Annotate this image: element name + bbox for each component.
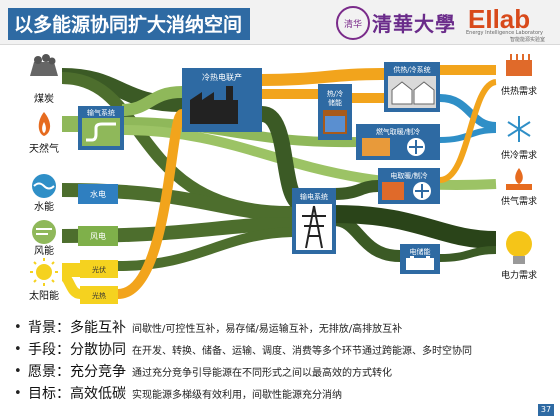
source-hydro-label: 水能 [34,200,54,213]
power-tower-icon [296,204,332,250]
flow-solar-thermal [60,271,82,299]
source-coal-label: 煤炭 [34,92,54,105]
bullet-key: 手段：分散协同 [28,342,126,358]
page-number: 37 [538,404,554,416]
tsinghua-seal-icon: 清华 [336,6,370,40]
bullet-dot: • [14,385,22,401]
hydro-icon [32,174,56,198]
flow-elecheat-heat [439,79,497,183]
sun-icon [30,258,58,286]
gas-flame-icon [38,112,51,136]
eilab-subtitle-cn: 智能能源实验室 [510,37,546,43]
flow-gas-gasheat [121,117,357,148]
demand-gas-label: 供气需求 [501,195,537,207]
node-pv: 光伏 [80,260,118,278]
node-wind-power: 风电 [78,226,118,246]
eilab-logo: EIlab [468,4,531,34]
node-grid: 输电系统 [292,188,336,254]
bullet-text: 实现能源多梯级有效利用，间歇性能源充分消纳 [132,389,342,401]
node-chp: 冷热电联产 [182,68,262,132]
svg-text:光热: 光热 [92,291,106,300]
node-heat-storage: 热/冷储能 [318,84,352,140]
storage-tank-icon [323,110,347,134]
bullet-means: • 手段：分散协同 在开发、转换、储备、运输、调度、消费等多个环节通过跨能源、多… [14,338,554,360]
flow-grid-power [333,205,497,249]
svg-text:燃气取暖/制冷: 燃气取暖/制冷 [376,127,420,136]
svg-text:光伏: 光伏 [92,265,106,274]
bullet-background: • 背景：多能互补 间歇性/可控性互补，易存储/易运输互补，无排放/高排放互补 [14,316,554,338]
flow-battery-power [439,246,497,262]
bullet-text: 间歇性/可控性互补，易存储/易运输互补，无排放/高排放互补 [132,323,403,335]
bullet-key: 背景：多能互补 [28,320,126,336]
demand-cool-label: 供冷需求 [501,149,537,161]
svg-text:风电: 风电 [90,231,106,241]
radiator-icon [506,54,532,76]
source-gas-label: 天然气 [29,142,59,155]
svg-text:电取暖/制冷: 电取暖/制冷 [390,171,427,180]
wind-icon [32,220,56,244]
gas-stove-icon [506,168,532,190]
bullet-goal: • 目标：高效低碳 实现能源多梯级有效利用，间歇性能源充分消纳 [14,382,554,404]
svg-text:热/冷储能: 热/冷储能 [327,89,343,107]
source-solar-label: 太阳能 [29,289,59,302]
svg-text:电储能: 电储能 [410,247,431,256]
bullet-vision: • 愿景：充分竞争 通过充分竞争引导能源在不同形式之间以最高效的方式转化 [14,360,554,382]
tsinghua-logo-text: 清華大學 [372,12,456,36]
node-hydro-power: 水电 [78,184,118,204]
bullet-list: • 背景：多能互补 间歇性/可控性互补，易存储/易运输互补，无排放/高排放互补 … [14,316,554,404]
node-gas-heat: 燃气取暖/制冷 [356,124,440,160]
bullet-dot: • [14,319,22,335]
title-bar: 以多能源协同扩大消纳空间 清华 清華大學 EIlab Energy Intell… [0,0,560,45]
page-title: 以多能源协同扩大消纳空间 [8,8,251,40]
buildings-icon [388,76,436,108]
svg-text:供热/冷系统: 供热/冷系统 [393,65,430,74]
bullet-key: 目标：高效低碳 [28,386,126,402]
flow-grid-elecheat [333,180,379,200]
svg-text:输气系统: 输气系统 [87,108,115,117]
factory-icon [190,86,238,124]
battery-icon [406,256,434,270]
node-gas-system: 输气系统 [78,106,124,150]
svg-text:冷热电联产: 冷热电联产 [202,72,242,82]
demand-power-label: 电力需求 [501,269,537,281]
flow-solarthermal-chp [117,109,187,299]
bullet-dot: • [14,341,22,357]
coal-icon [30,54,58,76]
flow-gas-chp [121,86,183,116]
source-wind-label: 风能 [34,244,54,257]
bullet-key: 愿景：充分竞争 [28,364,126,380]
snowflake-icon [507,116,531,142]
demand-heat-label: 供热需求 [501,85,537,97]
bullet-text: 通过充分竞争引导能源在不同形式之间以最高效的方式转化 [132,367,392,379]
energy-flow-diagram: 煤炭 天然气 水能 风能 太阳能 输气系统 冷热电联产 [29,54,537,304]
bullet-text: 在开发、转换、储备、运输、调度、消费等多个环节通过跨能源、多时空协同 [132,345,472,357]
bullet-dot: • [14,363,22,379]
svg-text:输电系统: 输电系统 [300,192,328,201]
svg-text:水电: 水电 [90,189,106,199]
node-battery: 电储能 [400,244,440,274]
eilab-subtitle-en: Energy Intelligence Laboratory [466,30,544,36]
node-heat-supply: 供热/冷系统 [384,62,440,112]
node-elec-heat: 电取暖/制冷 [378,168,440,204]
lightbulb-icon [506,231,532,264]
node-solar-thermal: 光热 [80,286,118,304]
flow-chp-heat [261,68,385,86]
flow-cool-demand [439,94,497,130]
